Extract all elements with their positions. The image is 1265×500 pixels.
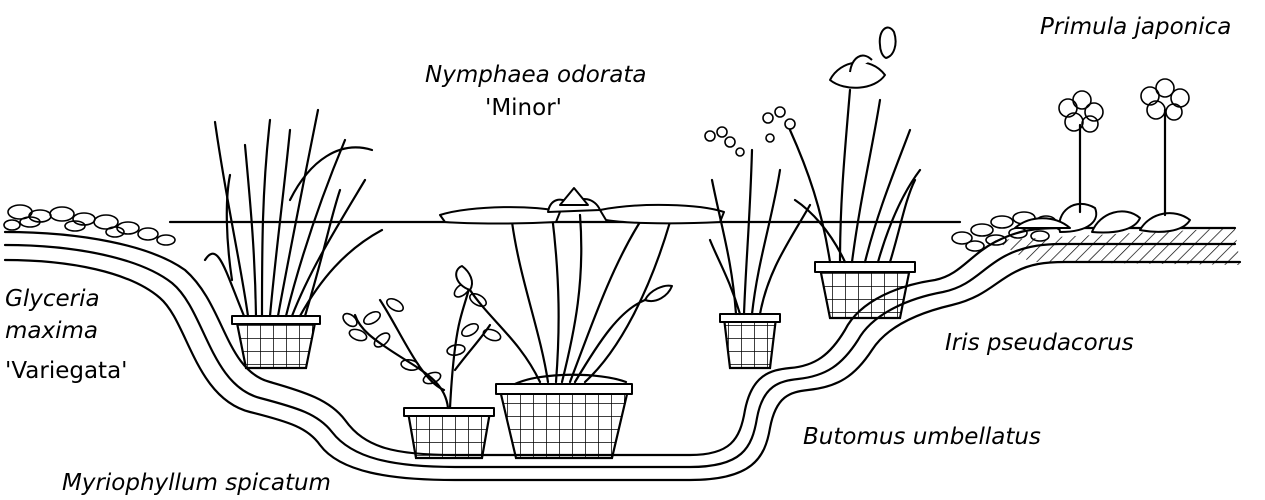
- nymphaea-basket: [496, 375, 632, 458]
- iris-flowers: [830, 28, 896, 88]
- label-primula-japonica: Primula japonica: [1040, 12, 1231, 42]
- myriophyllum-basket: [404, 408, 494, 458]
- butomus-leaves: [710, 150, 810, 314]
- label-myriophyllum-spicatum: Myriophyllum spicatum: [62, 468, 331, 498]
- iris-leaves: [790, 90, 920, 262]
- label-glyceria-species: maxima: [5, 316, 98, 346]
- butomus-basket: [720, 314, 780, 368]
- label-glyceria-genus: Glyceria: [5, 284, 100, 314]
- primula-stems: [1080, 110, 1165, 215]
- pond-liner-outer: [5, 260, 1240, 480]
- label-nymphaea-odorata: Nymphaea odorata: [425, 60, 646, 90]
- label-butomus-umbellatus: Butomus umbellatus: [803, 422, 1041, 452]
- iris-basket: [815, 262, 915, 318]
- lily-flower: [548, 188, 600, 212]
- label-nymphaea-cultivar: 'Minor': [485, 93, 562, 123]
- primula-leaves: [1015, 204, 1190, 233]
- label-glyceria-cultivar: 'Variegata': [5, 356, 128, 386]
- glyceria-leaves: [205, 110, 382, 316]
- lily-buds: [456, 266, 672, 301]
- glyceria-basket: [232, 316, 320, 368]
- nymphaea-stems: [470, 215, 670, 382]
- butomus-flower-heads: [705, 107, 795, 156]
- primula-flowers: [1059, 79, 1189, 132]
- label-iris-pseudacorus: Iris pseudacorus: [945, 328, 1134, 358]
